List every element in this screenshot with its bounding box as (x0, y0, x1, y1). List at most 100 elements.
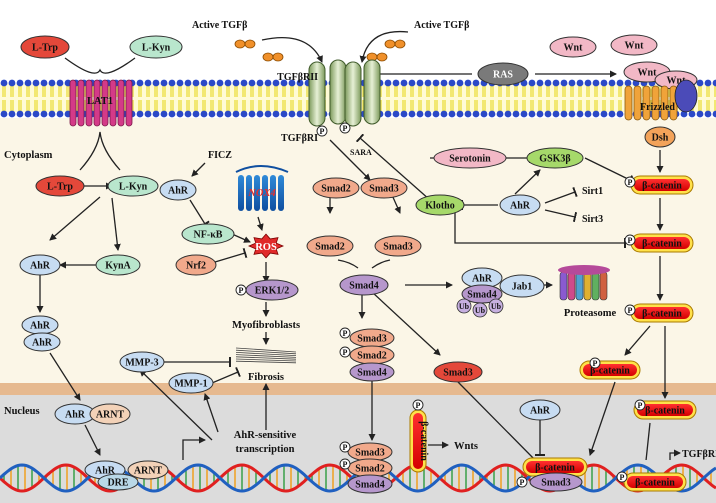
svg-text:P: P (620, 473, 625, 482)
smad4-node-label: Smad4 (349, 281, 378, 292)
l-trp-inside-label: L-Trp (47, 182, 73, 193)
frizzled-label: Frizzled (640, 102, 675, 113)
ahr-cyto-1: AhR (19, 254, 61, 276)
arnt-nucleus: ARNT (89, 403, 131, 425)
phospho-marker: P (616, 471, 628, 483)
nox4-to-ros-arrow (256, 216, 264, 231)
phospho-marker: P (634, 399, 646, 411)
smad3-to-nucleus-arrow (457, 381, 541, 466)
phospho-marker: P (339, 458, 351, 470)
tgfb-right-arrow (359, 30, 409, 63)
tgfb-ligand-dimer (262, 52, 274, 62)
bcat-1: β-catenin (630, 175, 694, 195)
smad3-dna-label: Smad3 (355, 448, 384, 459)
svg-text:Ub: Ub (459, 302, 470, 311)
erk-node: ERK1/2P (235, 279, 299, 301)
bcat-4-label: β-catenin (590, 366, 630, 377)
bcat3-to-bcat4-arrow (624, 325, 651, 356)
frizzled-receptor: Frizzled (624, 79, 698, 121)
ficz-label: FICZ (208, 150, 232, 161)
ahr-cyto-1-label: AhR (30, 261, 51, 272)
ahr-arnt-to-dna-arrow (84, 424, 101, 456)
dsh-node: Dsh (644, 126, 676, 148)
nfkb-node: NF-κB (181, 223, 235, 245)
bcat-vertical-label: β-catenin (418, 421, 429, 461)
bcat-5: β-catenin (633, 400, 697, 420)
dre-node: DRE (97, 473, 139, 491)
proteasome-label: Proteasome (564, 308, 617, 319)
wnt-1: Wnt (549, 36, 597, 58)
sirt1-label: Sirt1 (582, 186, 603, 197)
lkyn-to-ahr-arrow (49, 196, 101, 241)
tgfb-ligand-dimer (376, 52, 388, 62)
sara-label: SARA (350, 148, 372, 157)
smad3-b-label: Smad3 (383, 242, 412, 253)
smad2-dna-label: Smad2 (355, 464, 384, 475)
ahr-ros-node: AhR (159, 179, 197, 201)
bcat-nucleus-1-label: β-catenin (535, 463, 575, 474)
tgfbrii-label: TGFβRII (277, 72, 318, 83)
ahr-nucleus-right: AhR (519, 399, 561, 421)
ahr-ros-node-label: AhR (168, 186, 189, 197)
bcat-3-label: β-catenin (642, 309, 682, 320)
active-tgfb-left-label: Active TGFβ (192, 20, 247, 31)
tgfb-ligand-dimer (244, 39, 256, 49)
phospho-marker: P (624, 176, 636, 188)
ahr-inhibits-sirt3 (544, 209, 578, 223)
svg-text:P: P (638, 401, 643, 410)
l-kyn-inside: L-Kyn (107, 175, 159, 197)
ahr-dimer-bottom: AhR (23, 332, 61, 352)
lat1-transporter: LAT1 (69, 79, 133, 127)
arnt-dna-label: ARNT (134, 466, 163, 477)
tgfb-ligand-dimer (384, 39, 396, 49)
wnt-1-label: Wnt (564, 43, 584, 54)
klotho-inhibits-bcat (454, 210, 626, 248)
ficz-to-ahr-arrow (191, 162, 206, 177)
smad4-dna: Smad4 (347, 474, 393, 494)
tgfb-ligand-dimer (394, 39, 406, 49)
gsk3b-node: GSK3β (526, 147, 584, 169)
smad3-b: Smad3 (374, 235, 422, 257)
l-kyn-outside: L-Kyn (129, 35, 183, 59)
smad4-degradation-label: Smad4 (467, 290, 496, 301)
ahr-wnt-node-label: AhR (510, 201, 531, 212)
ahr-inhibits-sirt1 (544, 186, 578, 204)
transcription-to-mmp1-arrow (203, 393, 219, 433)
ahr-nucleus: AhR (54, 403, 96, 425)
bcat-5-label: β-catenin (645, 406, 685, 417)
ahr-dna-label: AhR (95, 466, 116, 477)
phospho-marker: P (624, 304, 636, 316)
sirt3-label: Sirt3 (582, 214, 603, 225)
lkyn-to-kyna-arrow (111, 197, 121, 251)
kyna-node: KynA (95, 254, 141, 276)
smad4-dna-label: Smad4 (355, 480, 384, 491)
smad2-a-label: Smad2 (321, 184, 350, 195)
klotho-node-label: Klotho (425, 201, 454, 212)
smad2-trimer-label: Smad2 (357, 351, 386, 362)
wnt-2: Wnt (610, 34, 658, 56)
bcat-vertical: β-catenin (409, 409, 429, 473)
fibrosis-label: Fibrosis (248, 372, 284, 383)
ubiquitin: Ub (472, 302, 488, 318)
phospho-marker: P (339, 441, 351, 453)
svg-text:P: P (343, 124, 348, 133)
svg-text:Ub: Ub (475, 306, 486, 315)
myofibroblasts-label: Myofibroblasts (232, 320, 300, 331)
phospho-marker: P (589, 357, 601, 369)
smad4-trimer: Smad4 (349, 362, 395, 382)
phospho-marker: P (316, 125, 328, 137)
fibrosis-fibers (235, 347, 297, 364)
active-tgfb-right-label: Active TGFβ (414, 20, 469, 31)
svg-text:P: P (343, 329, 348, 338)
l-trp-outside-label: L-Trp (32, 43, 58, 54)
wnts-label: Wnts (454, 441, 478, 452)
mmp3-node-label: MMP-3 (125, 358, 158, 369)
smad2-b-label: Smad2 (315, 242, 344, 253)
ahr-to-gsk3b-arrow (514, 169, 541, 195)
smad2-a: Smad2 (312, 177, 360, 199)
bcat-2: β-catenin (630, 233, 694, 253)
dsh-node-label: Dsh (652, 133, 669, 144)
